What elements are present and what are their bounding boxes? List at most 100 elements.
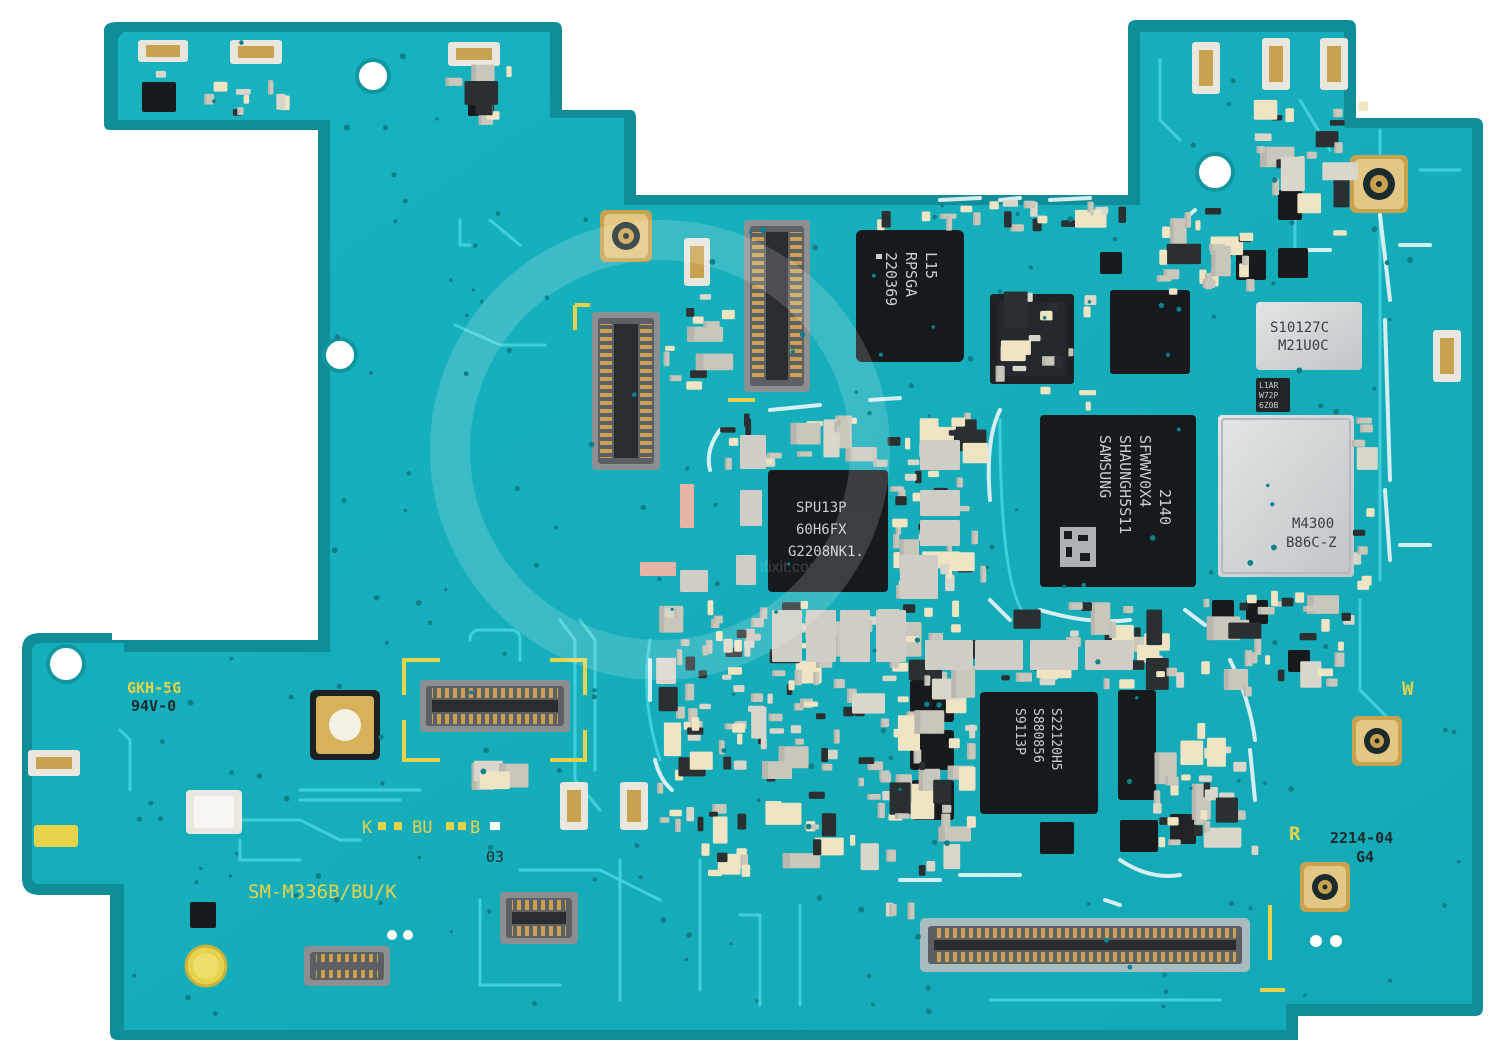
via [1163, 989, 1169, 994]
via [1388, 317, 1392, 322]
via [755, 999, 759, 1003]
smd-terminal [896, 585, 899, 599]
chip-pmic: SPU13P 60H6FX G2208NK1. [768, 470, 888, 592]
smd-terminal [1272, 178, 1275, 196]
smd-component [1079, 390, 1097, 396]
smd-component [1168, 839, 1181, 846]
via [487, 844, 494, 850]
chip-memory-line-3: SFWWV0X4 [1136, 435, 1154, 507]
via [137, 816, 142, 822]
smd-component [1193, 825, 1203, 836]
smd-component [895, 496, 907, 506]
smd-component [933, 779, 952, 804]
smd-component [1000, 340, 1031, 355]
smd-component [879, 770, 890, 780]
via [384, 640, 390, 646]
smd-component [1001, 675, 1010, 681]
smd-component [276, 93, 286, 110]
smd-terminal [834, 420, 837, 433]
via [908, 383, 914, 389]
smd-component [691, 717, 700, 731]
via [944, 840, 950, 846]
via [170, 686, 174, 691]
smd-terminal [1163, 269, 1167, 280]
via [927, 414, 931, 418]
via [1303, 993, 1307, 998]
smd-component [1202, 279, 1216, 288]
smd-component [707, 600, 714, 616]
smd-terminal [782, 853, 791, 869]
smd-terminal [1202, 279, 1206, 288]
smd-terminal [1223, 669, 1229, 690]
via [1042, 316, 1047, 320]
via [1442, 727, 1448, 733]
smd-terminal [268, 80, 270, 95]
via [199, 866, 203, 871]
smd-component [1356, 417, 1372, 424]
smd-component [814, 837, 844, 856]
via [867, 411, 872, 416]
smd-component [905, 437, 911, 450]
smd-component [766, 452, 782, 459]
via [402, 198, 408, 204]
smd-terminal [816, 661, 820, 668]
smd-component [1131, 660, 1145, 670]
smd-component [858, 757, 875, 764]
smd-component [808, 791, 825, 799]
smd-component [680, 484, 694, 528]
microphone [310, 690, 380, 760]
smd-component [1070, 630, 1079, 637]
via [158, 816, 164, 822]
smd-component [1236, 810, 1246, 820]
via [638, 875, 643, 880]
via [148, 800, 154, 806]
smd-terminal [845, 447, 852, 462]
via [1272, 639, 1278, 646]
smd-component [479, 771, 510, 790]
antenna-spring-contacts [28, 38, 1461, 847]
smd-terminal [956, 477, 959, 488]
smd-terminal [941, 813, 944, 827]
smd-component [751, 693, 763, 702]
via [229, 656, 234, 661]
smd-terminal [751, 617, 754, 628]
smd-terminal [1256, 146, 1259, 154]
via [854, 390, 858, 394]
chip-sensor [1110, 290, 1190, 374]
smd-component [686, 807, 695, 822]
smd-terminal [1010, 224, 1014, 232]
via [997, 289, 1003, 294]
smd-component [881, 211, 891, 228]
watermark-text: ifixit.com [760, 559, 822, 576]
via [472, 243, 478, 249]
smd-component [900, 555, 938, 599]
smd-terminal [1023, 200, 1027, 209]
via [212, 99, 217, 104]
smd-terminal [1351, 439, 1355, 447]
smd-terminal [688, 708, 691, 722]
smd-component [821, 763, 833, 771]
smd-component [1101, 206, 1108, 216]
via [926, 1008, 932, 1015]
chip-small-ic-line-2: W72P [1259, 391, 1278, 400]
smd-component [1334, 652, 1345, 667]
via [256, 773, 263, 779]
smd-terminal [751, 693, 754, 702]
smd-terminal [1156, 275, 1160, 282]
smd-component [938, 826, 971, 842]
smd-component [1326, 678, 1338, 687]
label-bu: BU [412, 818, 432, 838]
date-code-label: 2214-04 [1330, 829, 1393, 847]
via [378, 734, 384, 740]
smd-terminal [1191, 783, 1196, 820]
smd-terminal [1334, 652, 1337, 667]
smd-component [464, 81, 499, 105]
via [288, 694, 294, 700]
smd-component [782, 853, 821, 869]
smd-component [1297, 193, 1321, 214]
via [799, 331, 806, 338]
smd-terminal [794, 703, 797, 711]
smd-component [867, 794, 881, 800]
smd-component [1239, 602, 1249, 611]
smd-component [736, 629, 747, 638]
